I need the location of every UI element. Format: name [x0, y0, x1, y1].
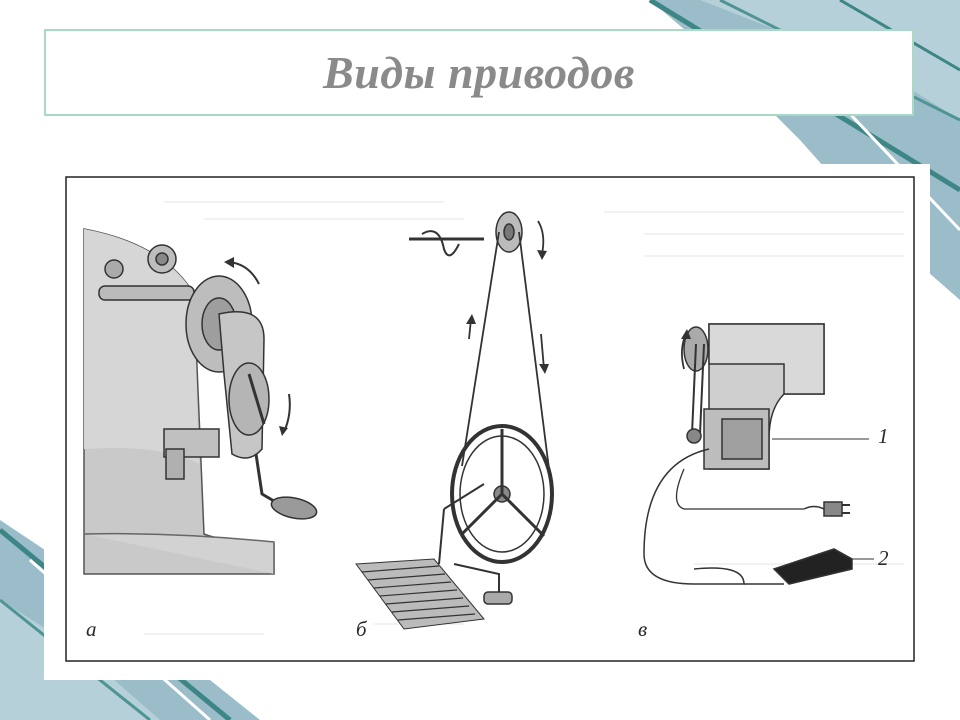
manual-drive-illustration [83, 228, 318, 575]
figure-drawing [65, 176, 915, 662]
electric-drive-illustration [643, 323, 874, 585]
callout-1: 1 [878, 424, 889, 448]
drive-types-figure: а б в 1 2 [44, 164, 930, 680]
slide-title: Виды приводов [323, 47, 635, 98]
treadle-drive-illustration [355, 211, 554, 630]
figure-frame [65, 176, 915, 662]
title-box: Виды приводов [44, 29, 914, 116]
panel-label-v: в [638, 617, 648, 641]
panel-label-a: а [86, 617, 97, 641]
callout-2: 2 [878, 546, 889, 570]
panel-label-b: б [356, 617, 367, 641]
